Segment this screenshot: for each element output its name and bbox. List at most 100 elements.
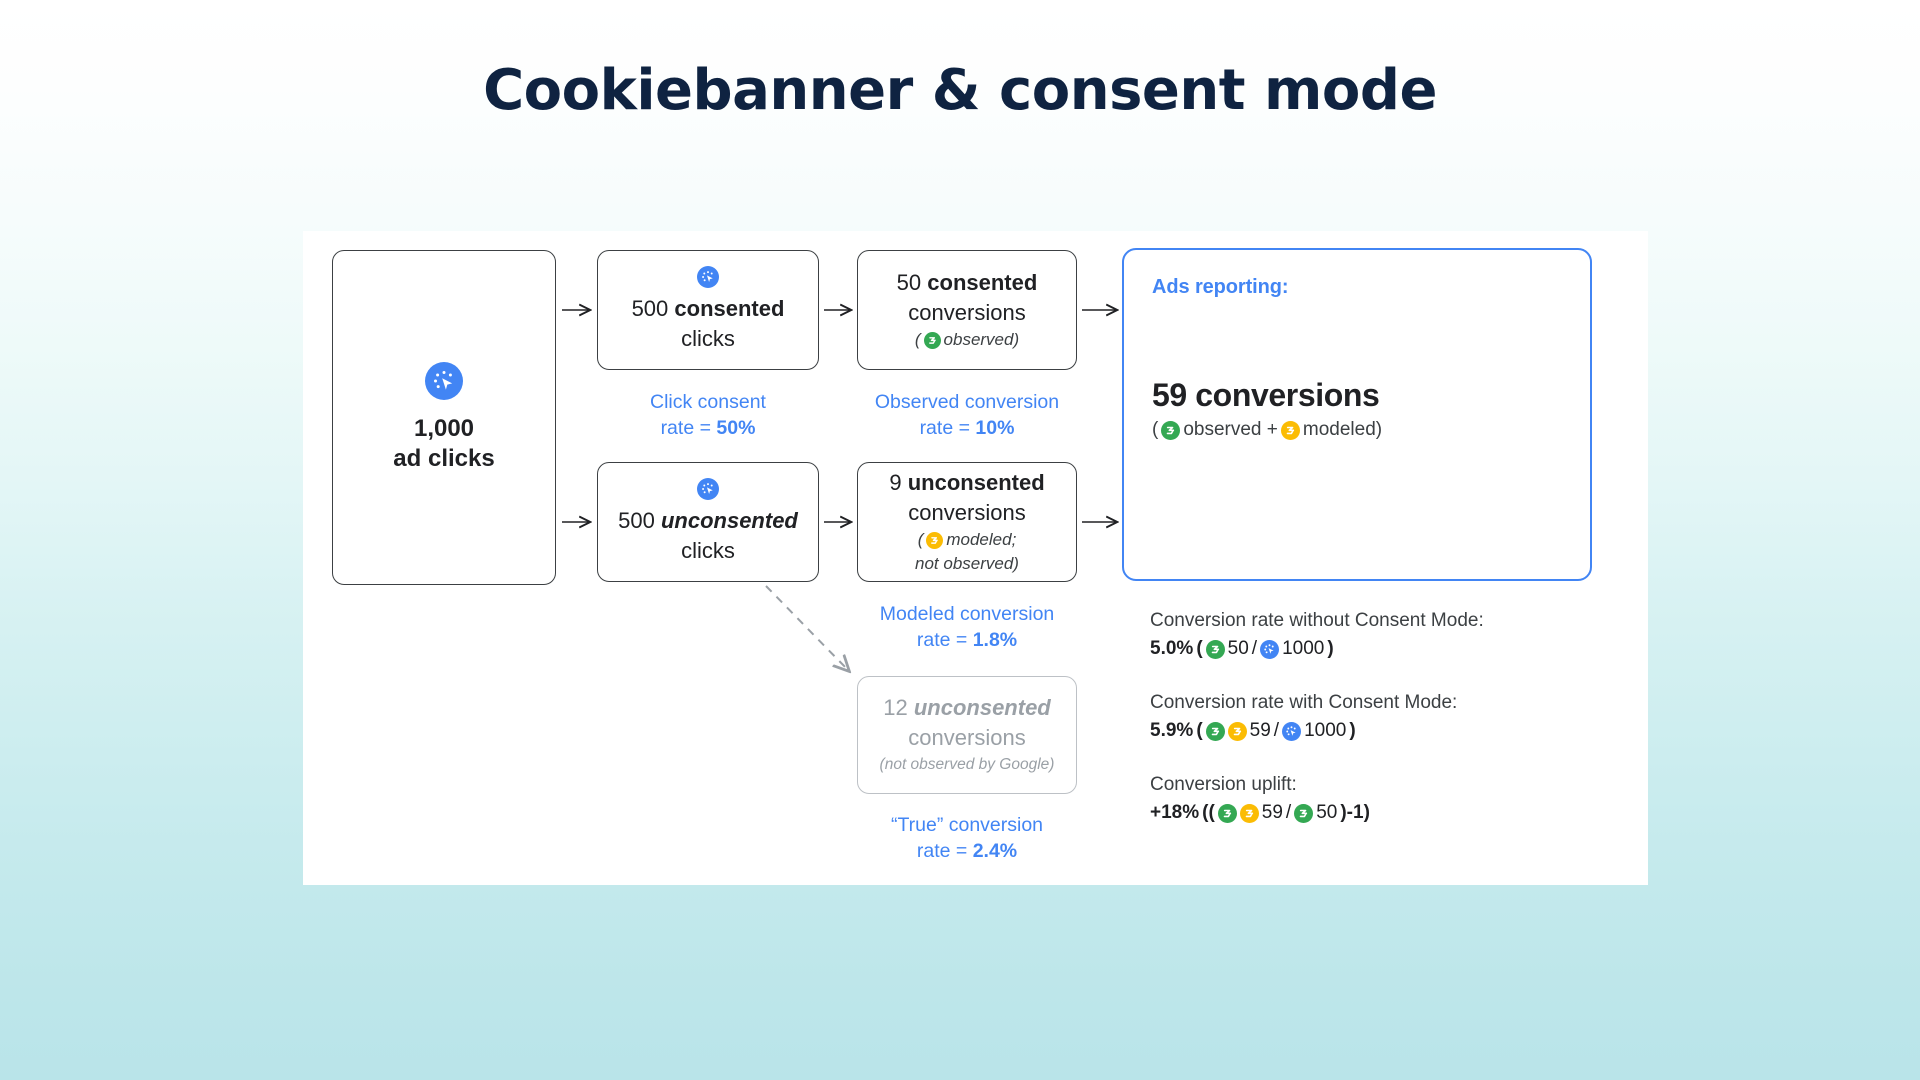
rate-prefix: rate = xyxy=(919,417,976,439)
conversion-observed-icon xyxy=(1205,721,1225,741)
node-unconsented-clicks: 500 unconsented clicks xyxy=(597,462,819,582)
arrow-connectors xyxy=(562,230,1650,890)
rate-label: “True” conversion xyxy=(890,814,1044,836)
consented-clicks-main: 500 consented xyxy=(632,294,785,324)
consented-clicks-number: 500 xyxy=(631,296,669,321)
node-true-conversions: 12 unconsented conversions (not observed… xyxy=(857,676,1077,794)
consented-clicks-label: clicks xyxy=(681,326,735,351)
ad-click-icon xyxy=(1260,639,1280,659)
calculations-block: Conversion rate without Consent Mode: 5.… xyxy=(1150,608,1620,824)
calc-value: +18% (( 59 / xyxy=(1150,802,1620,824)
conversion-observed-icon xyxy=(1205,639,1225,659)
rate-label: Modeled conversion xyxy=(879,603,1055,625)
sub-observed-text: observed + xyxy=(1183,419,1278,440)
unconsented-conv-note-line1: ( modeled; xyxy=(918,528,1017,552)
rate-label: Click consent xyxy=(650,391,766,413)
unconsented-conv-label: conversions xyxy=(908,500,1026,525)
calc-divider: / xyxy=(1273,720,1280,741)
calc-part-text: 59 xyxy=(1249,720,1271,741)
rate-line: rate = 1.8% xyxy=(848,627,1086,653)
calc-open-paren: ( xyxy=(1196,720,1203,741)
ads-reporting-subline: ( observed + modeled) xyxy=(1152,419,1562,441)
rate-prefix: rate = xyxy=(916,840,973,862)
conversion-observed-icon xyxy=(1217,803,1237,823)
rate-line: rate = 10% xyxy=(848,415,1086,441)
calc-conversion-uplift: Conversion uplift: +18% (( 59 / xyxy=(1150,772,1620,824)
calc-with-consent-mode: Conversion rate with Consent Mode: 5.9% … xyxy=(1150,690,1620,742)
total-clicks-label: ad clicks xyxy=(393,444,495,472)
calc-part-text: 50 xyxy=(1227,638,1249,659)
rate-line: rate = 2.4% xyxy=(848,838,1086,864)
rate-modeled-conversion: Modeled conversion rate = 1.8% xyxy=(848,601,1086,653)
unconsented-clicks-emphasis: unconsented xyxy=(660,508,798,533)
ads-reporting-headline: 59 conversions xyxy=(1152,377,1380,413)
sub-modeled-text: modeled) xyxy=(1302,419,1383,440)
true-conv-note: (not observed by Google) xyxy=(879,756,1055,773)
calc-close-paren: ) xyxy=(1349,720,1356,741)
rate-observed-conversion: Observed conversion rate = 10% xyxy=(848,389,1086,441)
calc-label: Conversion rate with Consent Mode: xyxy=(1150,692,1458,713)
conversion-modeled-icon xyxy=(1239,803,1259,823)
rate-value: 2.4% xyxy=(972,840,1018,862)
ads-reporting-title: Ads reporting: xyxy=(1152,276,1289,298)
ad-click-icon xyxy=(425,361,463,400)
node-consented-conversions: 50 consented conversions ( observed) xyxy=(857,250,1077,370)
consented-conv-label: conversions xyxy=(908,300,1026,325)
unconsented-conv-note-line2: not observed) xyxy=(915,554,1019,573)
conversion-observed-icon xyxy=(1161,420,1181,440)
node-unconsented-conversions: 9 unconsented conversions ( modeled; not… xyxy=(857,462,1077,582)
calc-percent: +18% xyxy=(1150,802,1200,823)
consented-conv-main: 50 consented xyxy=(897,268,1038,298)
note-text: observed) xyxy=(943,330,1020,349)
node-consented-clicks: 500 consented clicks xyxy=(597,250,819,370)
unconsented-clicks-number: 500 xyxy=(618,508,655,533)
true-conv-emphasis: unconsented xyxy=(913,695,1051,720)
rate-true-conversion: “True” conversion rate = 2.4% xyxy=(848,812,1086,864)
calc-open-paren: (( xyxy=(1202,802,1215,823)
sub-open-paren: ( xyxy=(1152,419,1159,440)
rate-label: Observed conversion xyxy=(874,391,1060,413)
rate-click-consent: Click consent rate = 50% xyxy=(588,389,828,441)
calc-percent: 5.0% xyxy=(1150,638,1194,659)
true-conv-label: conversions xyxy=(908,725,1026,750)
node-total-ad-clicks: 1,000 ad clicks xyxy=(332,250,556,585)
consented-conv-emphasis: consented xyxy=(927,270,1038,295)
unconsented-clicks-main: 500 unconsented xyxy=(618,506,798,536)
calc-divider: / xyxy=(1251,638,1258,659)
calc-close-paren: ) xyxy=(1327,638,1334,659)
calc-part-text: 1000 xyxy=(1304,720,1347,741)
calc-value: 5.0% ( 50 / xyxy=(1150,638,1620,660)
unconsented-conv-number: 9 xyxy=(889,470,902,495)
calc-part-text: 50 xyxy=(1316,802,1338,823)
conversion-observed-icon xyxy=(1294,803,1314,823)
consented-conv-number: 50 xyxy=(896,270,922,295)
true-conv-number: 12 xyxy=(883,695,908,720)
unconsented-clicks-label: clicks xyxy=(681,538,735,563)
ad-click-icon xyxy=(1282,721,1302,741)
calc-label: Conversion rate without Consent Mode: xyxy=(1150,610,1484,631)
calc-without-consent-mode: Conversion rate without Consent Mode: 5.… xyxy=(1150,608,1620,660)
rate-prefix: rate = xyxy=(916,629,973,651)
calc-part-text: 59 xyxy=(1261,802,1283,823)
consented-clicks-emphasis: consented xyxy=(674,296,785,321)
ads-reporting-panel: Ads reporting: 59 conversions ( observed… xyxy=(1122,248,1592,581)
consented-conv-note: ( observed) xyxy=(915,328,1019,352)
calc-close-paren: )-1) xyxy=(1340,802,1370,823)
calc-part-text: 1000 xyxy=(1282,638,1325,659)
page-title: Cookiebanner & consent mode xyxy=(483,58,1437,123)
unconsented-conv-main: 9 unconsented xyxy=(889,468,1044,498)
total-clicks-number: 1,000 xyxy=(413,414,475,442)
conversion-observed-icon xyxy=(923,331,941,349)
true-conv-main: 12 unconsented xyxy=(883,693,1051,723)
note-open-paren: ( xyxy=(914,330,921,349)
calc-divider: / xyxy=(1285,802,1292,823)
rate-line: rate = 50% xyxy=(588,415,828,441)
ad-click-icon xyxy=(697,266,719,288)
calc-percent: 5.9% xyxy=(1150,720,1194,741)
rate-value: 10% xyxy=(975,417,1015,439)
ad-click-icon xyxy=(697,478,719,500)
unconsented-conv-emphasis: unconsented xyxy=(907,470,1045,495)
conversion-modeled-icon xyxy=(1280,420,1300,440)
calc-open-paren: ( xyxy=(1196,638,1203,659)
calc-label: Conversion uplift: xyxy=(1150,774,1297,795)
